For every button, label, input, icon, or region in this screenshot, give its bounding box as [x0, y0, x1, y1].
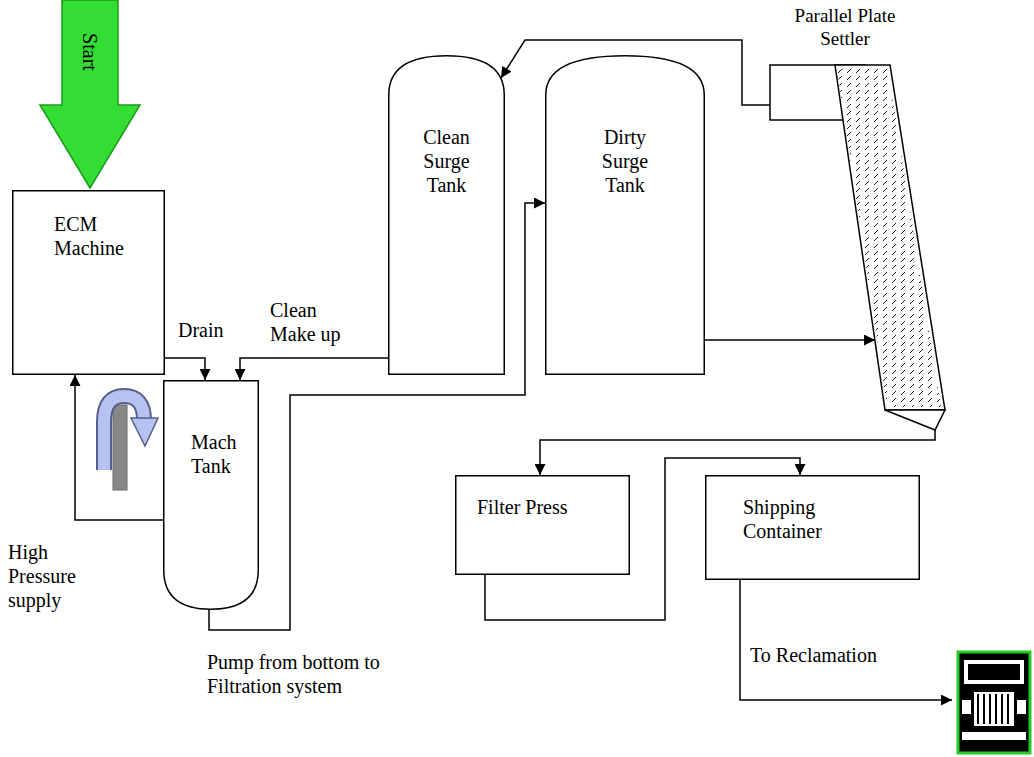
node-label: Clean Surge Tank [412, 125, 482, 197]
node-outline [388, 55, 505, 375]
tank-shape: Mach Tank [163, 380, 259, 610]
edge-label: Drain [176, 318, 226, 342]
node-outline [40, 0, 140, 188]
edge-label: Clean Make up [268, 298, 362, 346]
recirculation-arrow [104, 396, 158, 490]
node-outline [455, 475, 630, 575]
truck-icon [958, 652, 1030, 753]
node-outline [545, 55, 705, 375]
node-label: Dirty Surge Tank [590, 125, 660, 197]
reclamation-line [740, 580, 952, 700]
process-box: Shipping Container [705, 475, 920, 580]
process-box: Filter Press [455, 475, 630, 575]
node-label: Mach Tank [191, 430, 251, 478]
flow-connector [165, 358, 205, 380]
edge-label: High Pressure supply [6, 540, 98, 612]
flow-connector [705, 339, 875, 341]
node-outline [765, 5, 950, 435]
node-outline [163, 380, 259, 610]
edge-label: Pump from bottom to Filtration system [205, 650, 394, 698]
node-label: Start [78, 33, 102, 71]
flow-connector [540, 430, 935, 475]
node-label: Shipping Container [743, 495, 863, 543]
flow-label: To Reclamation [748, 643, 879, 667]
process-box: ECM Machine [12, 190, 165, 375]
start-arrow: Start [40, 0, 140, 188]
tank-shape: Clean Surge Tank [388, 55, 505, 375]
node-label: Parallel Plate Settler [775, 5, 915, 51]
settler-shape: Parallel Plate Settler [765, 5, 950, 435]
node-label: ECM Machine [54, 212, 139, 260]
tank-shape: Dirty Surge Tank [545, 55, 705, 375]
node-label: Filter Press [477, 495, 624, 519]
flow-connector [75, 375, 163, 520]
flow-connector [240, 358, 388, 380]
